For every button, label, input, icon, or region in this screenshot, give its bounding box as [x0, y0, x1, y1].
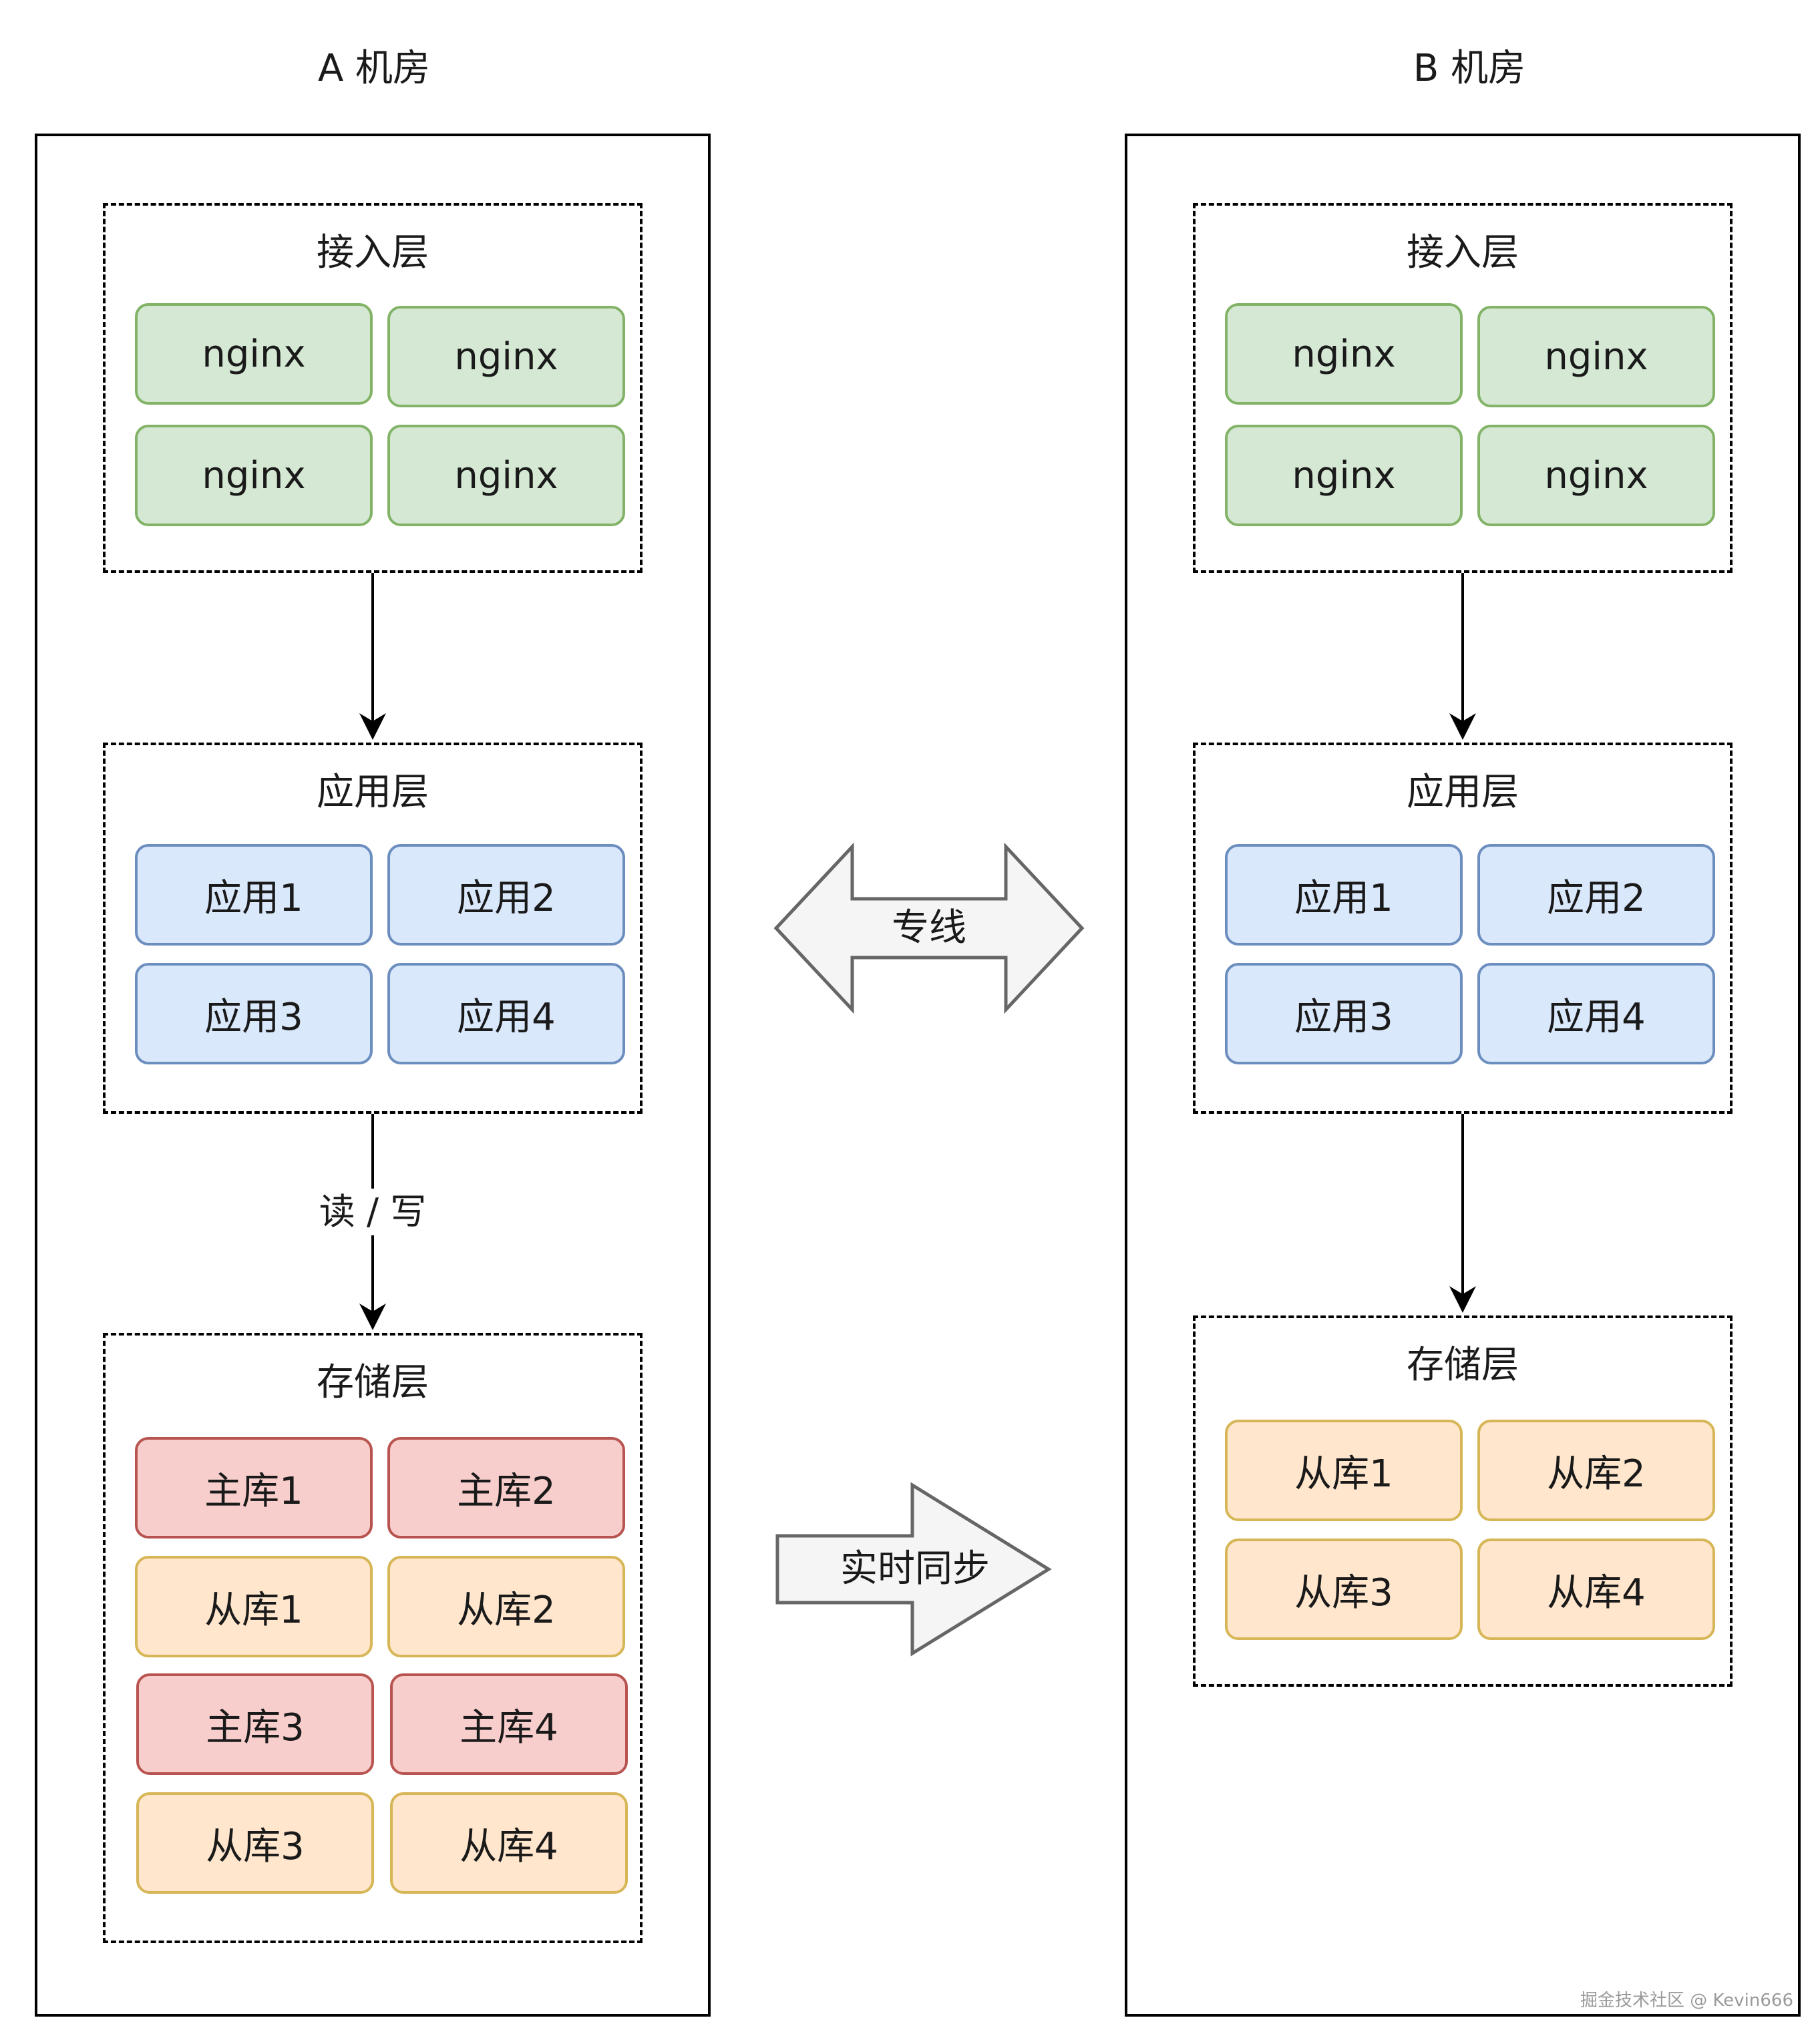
dc-b-storage-layer: 存储层 从库1 从库2 从库3 从库4 — [1193, 1315, 1733, 1687]
slave-db-node: 从库1 — [1225, 1420, 1463, 1521]
nginx-node: nginx — [135, 425, 373, 526]
app-node: 应用2 — [1477, 844, 1715, 946]
app-node: 应用1 — [1225, 844, 1463, 946]
app-node: 应用2 — [387, 844, 625, 946]
slave-db-node: 从库2 — [1477, 1420, 1715, 1521]
app-node: 应用1 — [135, 844, 373, 946]
master-db-node: 主库3 — [136, 1673, 374, 1775]
nginx-node: nginx — [1225, 303, 1463, 405]
nginx-node: nginx — [1477, 306, 1715, 407]
dedicated-line-arrow — [773, 842, 1085, 1014]
nginx-node: nginx — [387, 306, 625, 407]
slave-db-node: 从库2 — [387, 1556, 625, 1657]
realtime-sync-arrow — [775, 1482, 1052, 1657]
watermark: 掘金技术社区 @ Kevin666 — [1580, 1991, 1793, 2011]
master-db-node: 主库2 — [387, 1437, 625, 1539]
nginx-node: nginx — [1225, 425, 1463, 526]
layer-title: 应用层 — [1407, 771, 1519, 814]
slave-db-node: 从库1 — [135, 1556, 373, 1657]
read-write-label: 读 / 写 — [293, 1189, 453, 1235]
layer-title: 接入层 — [317, 231, 429, 274]
app-node: 应用4 — [1477, 963, 1715, 1064]
slave-db-node: 从库4 — [1477, 1539, 1715, 1640]
master-db-node: 主库1 — [135, 1437, 373, 1539]
layer-title: 存储层 — [317, 1361, 429, 1404]
app-node: 应用4 — [387, 963, 625, 1064]
slave-db-node: 从库3 — [136, 1792, 374, 1894]
dc-b-title: B 机房 — [1413, 47, 1526, 90]
dc-b-app-layer: 应用层 应用1 应用2 应用3 应用4 — [1193, 743, 1733, 1114]
dc-a-app-layer: 应用层 应用1 应用2 应用3 应用4 — [103, 743, 643, 1114]
dc-a-access-layer: 接入层 nginx nginx nginx nginx — [103, 203, 643, 573]
realtime-sync-label: 实时同步 — [840, 1547, 990, 1591]
layer-title: 接入层 — [1407, 231, 1519, 274]
dedicated-line-label: 专线 — [892, 906, 966, 950]
nginx-node: nginx — [135, 303, 373, 405]
nginx-node: nginx — [1477, 425, 1715, 526]
app-node: 应用3 — [1225, 963, 1463, 1064]
slave-db-node: 从库4 — [390, 1792, 628, 1894]
dc-a-title: A 机房 — [317, 47, 431, 90]
layer-title: 存储层 — [1407, 1344, 1519, 1387]
dc-a-frame — [35, 134, 711, 2017]
master-db-node: 主库4 — [390, 1673, 628, 1775]
nginx-node: nginx — [387, 425, 625, 526]
dc-b-access-layer: 接入层 nginx nginx nginx nginx — [1193, 203, 1733, 573]
layer-title: 应用层 — [317, 771, 429, 814]
dc-a-storage-layer: 存储层 主库1 主库2 从库1 从库2 主库3 主库4 从库3 从库4 — [103, 1333, 643, 1943]
app-node: 应用3 — [135, 963, 373, 1064]
dc-b-frame — [1125, 134, 1801, 2017]
slave-db-node: 从库3 — [1225, 1539, 1463, 1640]
